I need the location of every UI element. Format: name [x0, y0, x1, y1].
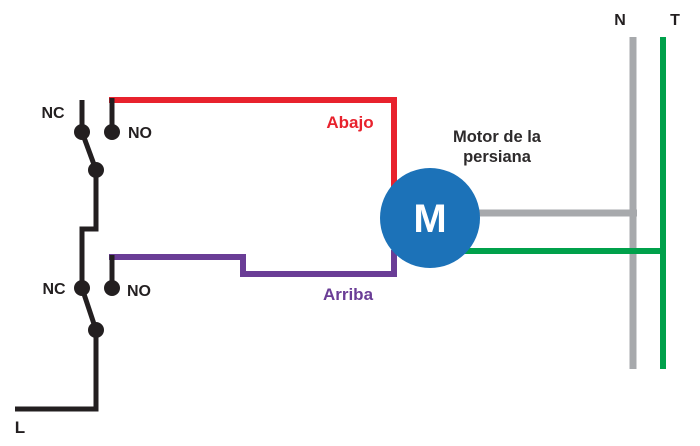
motor-letter: M	[413, 197, 446, 241]
motor-circle	[380, 168, 480, 268]
switch-bottom-nc-label: NC	[42, 281, 66, 298]
switch-top-nc-label: NC	[41, 105, 65, 122]
down-wire-red	[109, 97, 397, 188]
switch-bottom-nc-contact-dot	[74, 280, 90, 296]
up-wire-purple	[109, 250, 397, 277]
switch-top-no-label: NO	[128, 125, 152, 142]
line-label: L	[15, 418, 25, 437]
switch-bottom-no-label: NO	[127, 283, 151, 300]
switch-top-pivot-dot	[88, 162, 104, 178]
motor-caption-line2: persiana	[463, 148, 532, 166]
line-feed-wire	[15, 330, 99, 412]
inter-switch-wire	[79, 170, 99, 288]
down-wire-label: Abajo	[326, 113, 373, 132]
switch-top-nc-contact-dot	[74, 124, 90, 140]
switch-bottom-no-contact-dot	[104, 280, 120, 296]
switch-bottom-pivot-dot	[88, 322, 104, 338]
motor-caption-line1: Motor de la	[453, 128, 542, 146]
switch-top-no-contact-dot	[104, 124, 120, 140]
up-wire-label: Arriba	[323, 285, 374, 304]
earth-label: T	[670, 12, 680, 29]
neutral-label: N	[614, 12, 626, 29]
